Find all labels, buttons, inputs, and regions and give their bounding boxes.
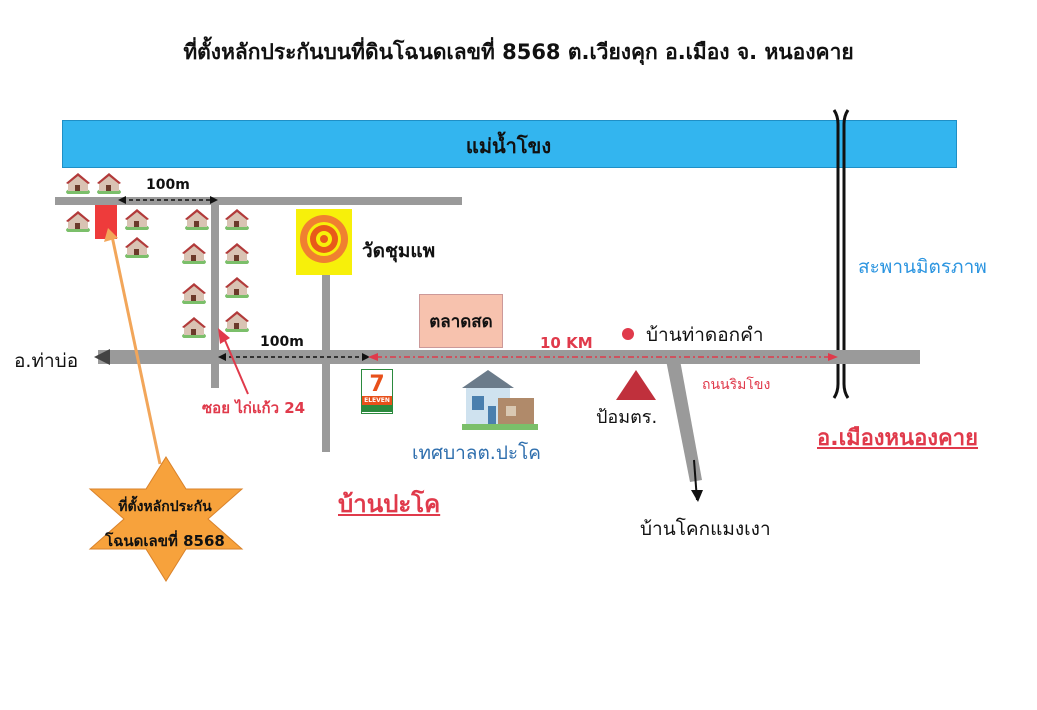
distance-arrow-middle <box>218 353 370 361</box>
village-dot-icon <box>622 328 634 340</box>
property-marker <box>95 205 117 239</box>
house-icon <box>182 317 206 338</box>
distance-arrow-top <box>118 196 218 204</box>
ban-khok-label: บ้านโคกแมงเงา <box>640 518 771 540</box>
house-icon <box>125 209 149 230</box>
seven-eleven-icon: 7 ELEVEN <box>361 369 393 414</box>
star-label: ที่ตั้งหลักประกัน โฉนดเลขที่ 8568 <box>90 490 240 558</box>
tha-bo-label: อ.ท่าบ่อ <box>14 350 79 372</box>
market-marker: ตลาดสด <box>419 294 503 348</box>
river-road-label: ถนนริมโขง <box>702 377 771 393</box>
top-road <box>55 197 462 205</box>
ban-pakho-label: บ้านปะโค <box>338 490 441 518</box>
house-icon <box>225 243 249 264</box>
distance-arrow-km <box>368 353 838 361</box>
distance-km-label: 10 KM <box>540 334 593 352</box>
house-icon <box>182 283 206 304</box>
star-marker-icon <box>88 456 244 582</box>
house-icon <box>182 243 206 264</box>
police-icon <box>616 370 656 400</box>
distance-middle-label: 100m <box>260 334 304 350</box>
municipality-building-icon <box>462 370 538 430</box>
dharma-wheel-icon <box>300 215 348 263</box>
house-icon <box>97 173 121 194</box>
temple-label: วัดชุมแพ <box>362 240 436 262</box>
soi-pointer <box>218 328 249 395</box>
star-label-line2: โฉนดเลขที่ 8568 <box>105 532 225 550</box>
branch-road <box>666 360 703 502</box>
main-road <box>98 350 920 364</box>
house-icon <box>185 209 209 230</box>
village-tha-dok-kham-label: บ้านท่าดอกคำ <box>646 324 764 346</box>
bridge-label: สะพานมิตรภาพ <box>858 256 987 278</box>
temple-marker <box>296 209 352 275</box>
star-label-line1: ที่ตั้งหลักประกัน <box>118 499 212 515</box>
river-label: แม่น้ำโขง <box>465 134 552 158</box>
mekong-river <box>62 120 957 168</box>
temple-road <box>322 272 330 452</box>
house-icon <box>66 173 90 194</box>
house-icon <box>225 209 249 230</box>
seven-eleven-number: 7 <box>369 372 385 397</box>
bridge-icon <box>832 109 850 399</box>
house-icon <box>225 277 249 298</box>
soi-road <box>211 200 219 388</box>
distance-top-label: 100m <box>146 177 190 193</box>
municipality-label: เทศบาลต.ปะโค <box>412 442 542 464</box>
map-title: ที่ตั้งหลักประกันบนที่ดินโฉนดเลขที่ 8568… <box>183 40 854 64</box>
house-icon <box>66 211 90 232</box>
property-pointer <box>104 228 162 465</box>
road-arrow-left-icon <box>94 349 110 365</box>
soi-label: ซอย ไก่แก้ว 24 <box>202 399 306 417</box>
mueang-nongkhai-label: อ.เมืองหนองคาย <box>817 426 979 451</box>
seven-eleven-brand: ELEVEN <box>362 396 392 405</box>
police-label: ป้อมตร. <box>596 407 658 428</box>
